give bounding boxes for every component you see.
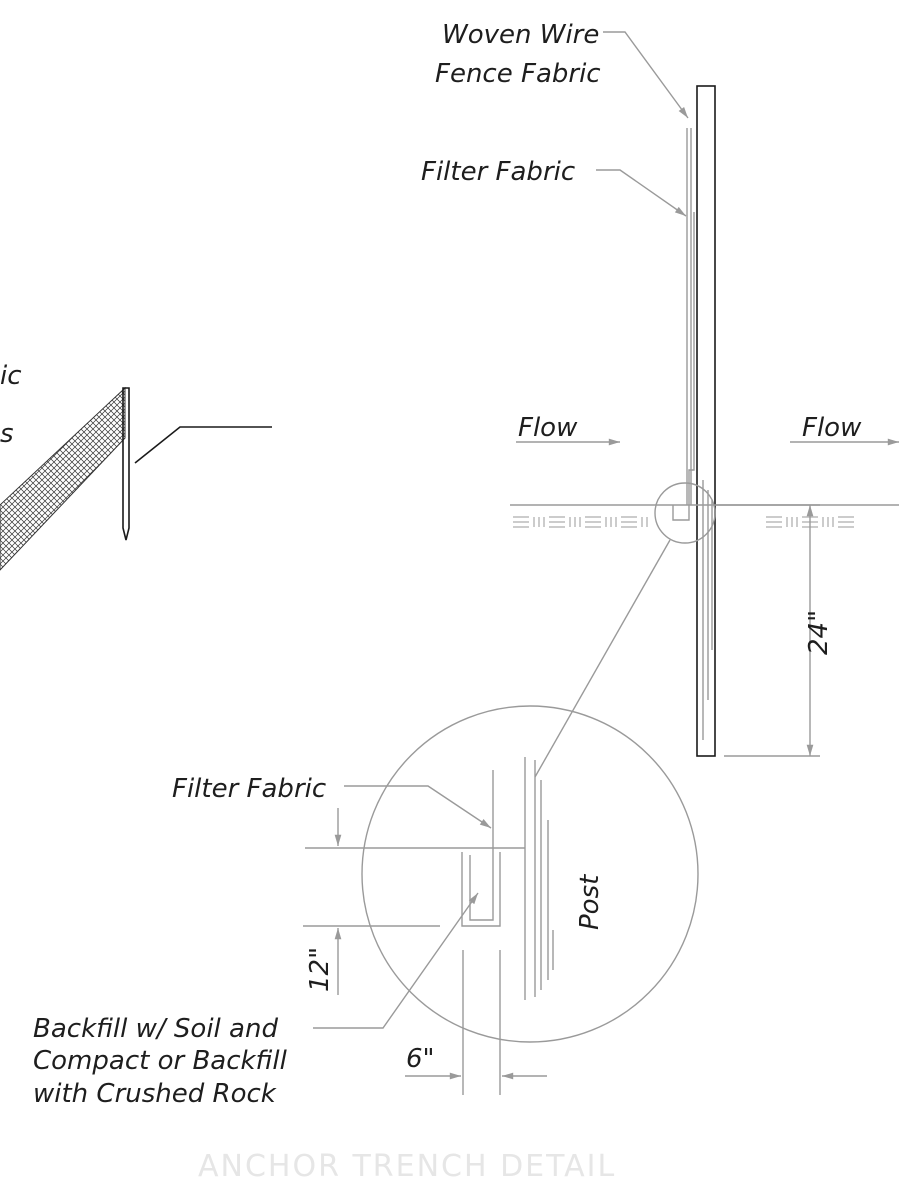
- width-6-label: 6": [406, 1044, 435, 1074]
- detail-callout-circle: [654, 482, 716, 544]
- woven-wire-leader: [603, 31, 689, 119]
- fence-section: [510, 85, 899, 778]
- post-section: [696, 85, 716, 757]
- filter-fabric-label-top: Filter Fabric: [421, 157, 575, 187]
- filter-fabric-leader: [596, 169, 687, 217]
- ground-symbol-left: [513, 516, 648, 528]
- flow-label-right: Flow: [802, 413, 862, 443]
- depth-12-label: 12": [305, 947, 335, 992]
- trench-detail: [303, 705, 699, 1095]
- partial-label-2: s: [0, 419, 14, 449]
- backfill-label-3: with Crushed Rock: [33, 1079, 277, 1109]
- partial-label-1: ic: [0, 361, 22, 391]
- woven-wire-label-2: Fence Fabric: [435, 59, 601, 89]
- filter-fabric-detail-leader: [344, 785, 492, 829]
- detail-title: ANCHOR TRENCH DETAIL: [198, 1149, 616, 1184]
- backfill-label-2: Compact or Backfill: [33, 1046, 288, 1076]
- backfill-leader: [313, 892, 479, 1029]
- post-label: Post: [575, 874, 605, 930]
- flow-label-left: Flow: [518, 413, 578, 443]
- woven-wire-label-1: Woven Wire: [442, 20, 599, 50]
- filter-fabric-label-detail: Filter Fabric: [172, 774, 326, 804]
- perspective-fence-partial: [0, 386, 272, 571]
- detail-circle: [361, 705, 699, 1043]
- backfill-label-1: Backfill w/ Soil and: [33, 1014, 278, 1044]
- depth-24-label: 24": [804, 610, 834, 655]
